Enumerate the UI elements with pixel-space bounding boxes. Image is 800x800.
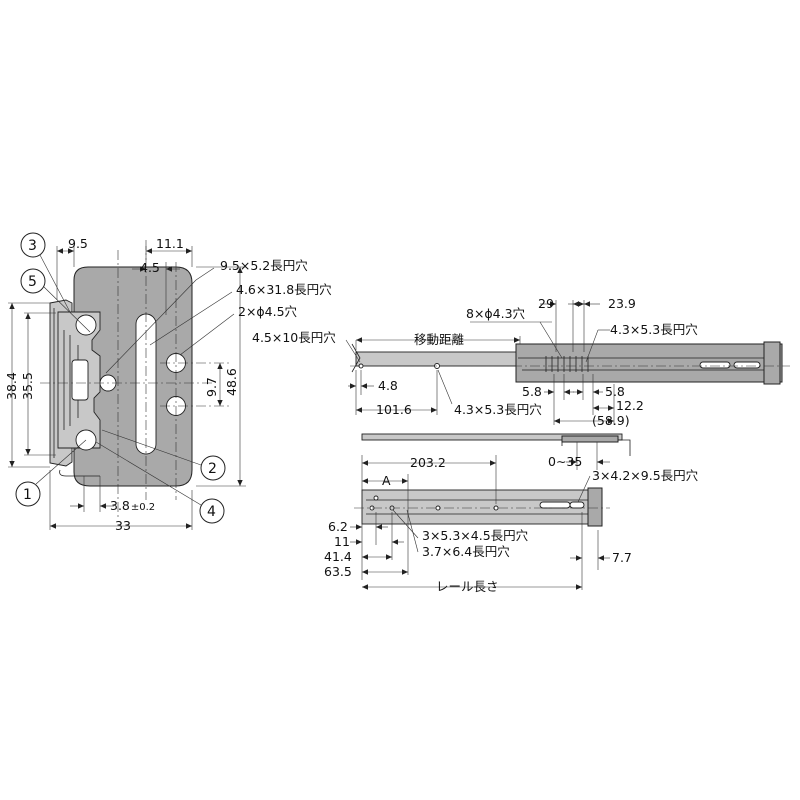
label-2x4-5-hole: 2×ϕ4.5穴: [238, 304, 298, 319]
side-view-extended: 29 23.9 8×ϕ4.3穴 4.3×5.3長円穴 4.5×10長円穴 移動距…: [252, 296, 790, 428]
label-8x4-3-hole: 8×ϕ4.3穴: [466, 306, 526, 321]
dim-5-8-right: 5.8: [605, 384, 625, 399]
svg-text:1: 1: [23, 487, 32, 503]
dim-41-4: 41.4: [324, 549, 352, 564]
dim-0-35: 0∼35: [548, 454, 582, 469]
label-4-3x5-3-slot-right: 4.3×5.3長円穴: [610, 322, 698, 337]
dim-11-1: 11.1: [156, 236, 184, 251]
dim-203-2: 203.2: [410, 455, 446, 470]
dim-9-5: 9.5: [68, 236, 88, 251]
dim-5-8-left: 5.8: [522, 384, 542, 399]
dim-12-2: 12.2: [616, 398, 644, 413]
label-4-5x10-slot: 4.5×10長円穴: [252, 330, 336, 345]
svg-text:2: 2: [208, 461, 217, 477]
dim-33: 33: [115, 518, 131, 533]
side-view-closed: 203.2 A 3×4.2×9.5長円穴 6.2 11 41.4 63.5 3×…: [324, 455, 699, 594]
svg-text:4: 4: [207, 504, 216, 520]
callout-4: 4: [95, 441, 225, 524]
label-slot-4-6x31-8: 4.6×31.8長円穴: [236, 282, 332, 297]
dim-6-2: 6.2: [328, 519, 348, 534]
end-bracket-closed: [587, 487, 603, 527]
dim-63-5: 63.5: [324, 564, 352, 579]
dim-7-7: 7.7: [612, 550, 632, 565]
callout-1: 1: [15, 439, 87, 507]
dim-4-5: 4.5: [140, 260, 160, 275]
side-view-middle-strip: 0∼35: [361, 433, 631, 470]
mounting-plate: [73, 266, 193, 487]
label-travel-distance: 移動距離: [414, 332, 465, 347]
outer-rail: [355, 351, 527, 367]
dim-29: 29: [538, 296, 554, 311]
label-3x4-2x9-5-slot: 3×4.2×9.5長円穴: [592, 468, 699, 483]
dim-11: 11: [334, 534, 350, 549]
dim-3-8: 3.8±0.2: [110, 498, 155, 513]
label-3x5-3x4-5-slot: 3×5.3×4.5長円穴: [422, 528, 529, 543]
label-4-3x5-3-slot-bottom: 4.3×5.3長円穴: [454, 402, 542, 417]
dim-48-6: 48.6: [224, 368, 239, 396]
callout-3: 3: [20, 232, 71, 313]
svg-text:5: 5: [28, 274, 37, 290]
label-rail-length: レール長さ: [436, 579, 499, 594]
dim-9-7: 9.7: [204, 377, 219, 397]
callout-2: 2: [101, 429, 226, 481]
label-slot-9-5x5-2: 9.5×5.2長円穴: [220, 258, 308, 273]
dim-23-9: 23.9: [608, 296, 636, 311]
front-view: 9.5 11.1 4.5 38.4 35.5 9.7 48.6 3.8±0.2 …: [4, 232, 332, 533]
svg-text:3: 3: [28, 238, 37, 254]
label-3-7x6-4-slot: 3.7×6.4長円穴: [422, 544, 510, 559]
dim-101-6: 101.6: [376, 402, 412, 417]
dim-35-5: 35.5: [20, 372, 35, 400]
dim-A: A: [382, 473, 391, 488]
dim-58-9: (58.9): [592, 413, 630, 428]
dim-4-8: 4.8: [378, 378, 398, 393]
dim-38-4: 38.4: [4, 372, 19, 400]
callout-5: 5: [20, 268, 91, 333]
